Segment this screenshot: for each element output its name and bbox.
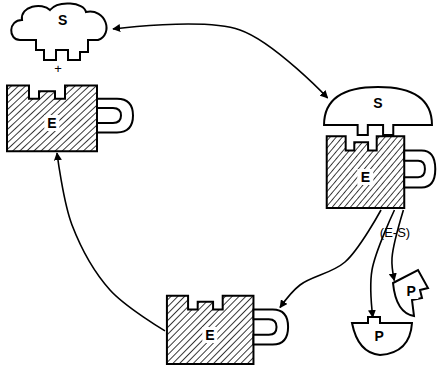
shape-path xyxy=(327,136,405,208)
shape-path xyxy=(7,86,97,152)
node-letter: S xyxy=(370,95,385,111)
reaction-arrow xyxy=(392,210,403,281)
reaction-arrow xyxy=(280,210,381,308)
diagram-label: (E-S) xyxy=(380,225,410,240)
node-letter: E xyxy=(358,169,373,185)
substrate-shape: S xyxy=(8,2,113,62)
node-letter: S xyxy=(55,12,70,28)
shape-outline xyxy=(5,78,135,153)
shape-path xyxy=(404,151,435,188)
node-letter: P xyxy=(403,283,418,299)
shape-outline xyxy=(165,288,290,366)
product-shape: P xyxy=(388,268,430,318)
shape-path xyxy=(253,309,288,344)
shape-path xyxy=(11,3,106,60)
shape-outline xyxy=(325,128,437,210)
shape-path xyxy=(324,87,432,135)
enzyme-shape: E xyxy=(325,128,437,210)
shape-path xyxy=(393,270,428,316)
reaction-arrow xyxy=(113,24,328,98)
substrate-shape: S xyxy=(322,85,434,137)
shape-path xyxy=(167,296,254,364)
node-letter: P xyxy=(372,328,387,344)
enzyme-shape: E xyxy=(165,288,290,366)
diagram-label: + xyxy=(54,61,62,76)
shape-outline xyxy=(8,2,113,62)
enzyme-shape: E xyxy=(5,78,135,153)
shape-path xyxy=(352,317,412,355)
node-letter: E xyxy=(44,115,59,131)
reaction-arrow xyxy=(57,153,165,331)
node-letter: E xyxy=(202,327,217,343)
shape-path xyxy=(97,99,133,133)
product-shape: P xyxy=(350,315,415,357)
